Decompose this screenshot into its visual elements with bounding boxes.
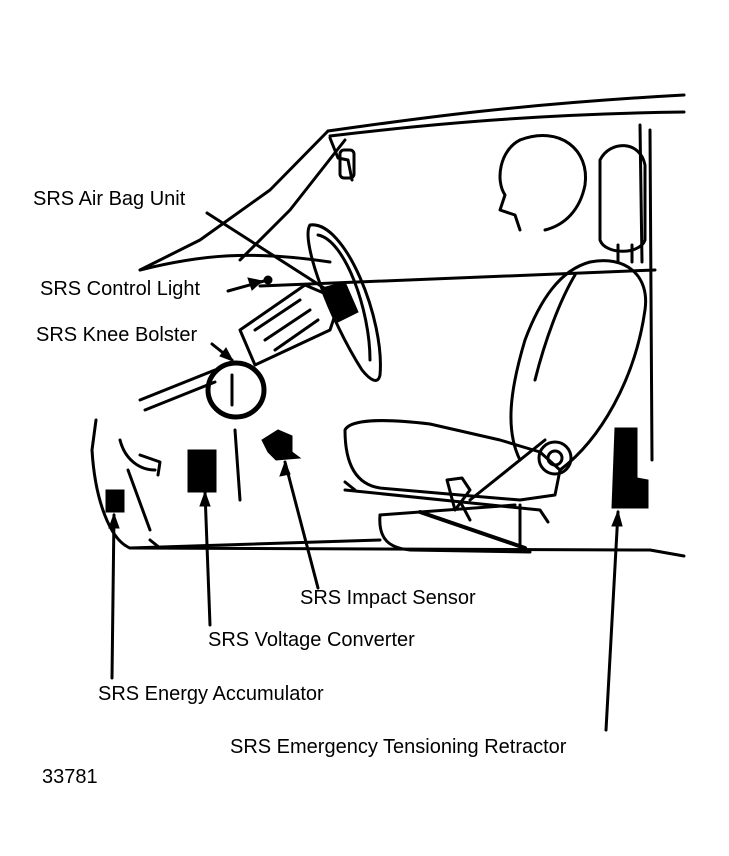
label-air-bag-unit: SRS Air Bag Unit [33,188,186,210]
tensioning-retractor-marker [611,427,649,509]
label-control-light: SRS Control Light [40,278,201,300]
arrow-heads [108,277,623,529]
control-light-marker [263,275,273,285]
steering-assembly [138,223,382,412]
label-energy-accumulator: SRS Energy Accumulator [98,683,324,705]
energy-accumulator-marker [105,489,125,513]
voltage-converter-marker [187,449,217,493]
knee-bolster-marker [205,360,267,420]
vehicle-body-outline [90,93,686,558]
label-impact-sensor: SRS Impact Sensor [300,587,476,609]
seat-and-occupant [343,134,648,554]
label-emergency-tensioning-retractor: SRS Emergency Tensioning Retractor [230,736,567,758]
label-knee-bolster: SRS Knee Bolster [36,324,198,346]
label-voltage-converter: SRS Voltage Converter [208,629,415,651]
figure-number: 33781 [42,766,98,788]
impact-sensor-marker [261,429,302,461]
